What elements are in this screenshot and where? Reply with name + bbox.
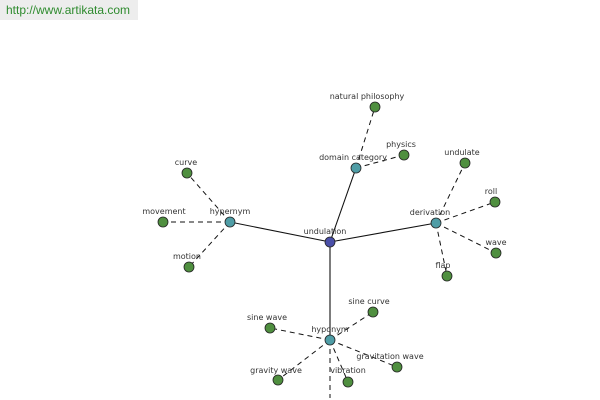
edge-domain-category-natural-philosophy [355, 106, 376, 169]
node-label-roll[interactable]: roll [485, 187, 497, 196]
edge-hyponym-gravitation-wave [329, 339, 398, 368]
node-label-domain-category[interactable]: domain category [319, 153, 387, 162]
node-label-hypernym[interactable]: hypernym [210, 207, 251, 216]
edge-hyponym-sine-wave [269, 327, 331, 341]
node-dot-hypernym[interactable] [224, 216, 236, 228]
node-label-vibration[interactable]: vibration [330, 366, 366, 375]
edge-hypernym-curve [186, 172, 231, 223]
node-dot-undulate[interactable] [459, 157, 471, 169]
edge-undulation-hypernym [229, 221, 331, 243]
nodes-layer [157, 101, 502, 388]
node-dot-roll[interactable] [489, 196, 501, 208]
node-label-sine-wave[interactable]: sine wave [247, 313, 287, 322]
node-dot-curve[interactable] [181, 167, 193, 179]
edge-derivation-flap [435, 222, 448, 277]
edge-derivation-undulate [435, 162, 466, 224]
node-dot-natural-philosophy[interactable] [369, 101, 381, 113]
node-label-sine-curve[interactable]: sine curve [348, 297, 389, 306]
labels-layer: hypernym domain category derivation hyponym… [142, 92, 506, 375]
node-undulate[interactable] [459, 157, 471, 169]
node-motion[interactable] [183, 261, 195, 273]
node-gravitation-wave[interactable] [391, 361, 403, 373]
edge-hyponym-gravity-wave [277, 339, 331, 381]
node-label-curve[interactable]: curve [175, 158, 197, 167]
node-label-undulation[interactable]: undulation [304, 227, 347, 236]
node-sine-curve[interactable] [367, 306, 379, 318]
node-vibration[interactable] [342, 376, 354, 388]
node-dot-domain-category[interactable] [350, 162, 362, 174]
node-hyponym[interactable] [324, 334, 336, 346]
node-label-derivation[interactable]: derivation [410, 208, 450, 217]
node-derivation[interactable] [430, 217, 442, 229]
node-label-wave[interactable]: wave [485, 238, 506, 247]
node-dot-gravitation-wave[interactable] [391, 361, 403, 373]
node-dot-hyponym[interactable] [324, 334, 336, 346]
edge-derivation-wave [435, 222, 497, 254]
node-hypernym[interactable] [224, 216, 236, 228]
node-label-motion[interactable]: motion [173, 252, 201, 261]
node-dot-vibration[interactable] [342, 376, 354, 388]
node-label-flap[interactable]: flap [435, 261, 450, 270]
node-dot-motion[interactable] [183, 261, 195, 273]
node-dot-undulation[interactable] [324, 236, 336, 248]
node-label-movement[interactable]: movement [142, 207, 185, 216]
node-dot-movement[interactable] [157, 216, 169, 228]
node-roll[interactable] [489, 196, 501, 208]
edge-undulation-domain-category [329, 167, 357, 243]
edge-hyponym-vibration [329, 339, 349, 383]
node-dot-derivation[interactable] [430, 217, 442, 229]
node-sine-wave[interactable] [264, 322, 276, 334]
node-dot-physics[interactable] [398, 149, 410, 161]
node-label-undulate[interactable]: undulate [444, 148, 480, 157]
node-dot-gravity-wave[interactable] [272, 374, 284, 386]
node-dot-flap[interactable] [441, 270, 453, 282]
node-physics[interactable] [398, 149, 410, 161]
node-label-gravitation-wave[interactable]: gravitation wave [356, 352, 423, 361]
edge-undulation-derivation [329, 222, 437, 243]
node-label-natural-philosophy[interactable]: natural philosophy [330, 92, 405, 101]
edges-layer [163, 106, 497, 398]
node-gravity-wave[interactable] [272, 374, 284, 386]
site-url-banner[interactable]: http://www.artikata.com [0, 0, 138, 20]
node-label-gravity-wave[interactable]: gravity wave [250, 366, 302, 375]
node-label-hyponym[interactable]: hyponym [311, 325, 349, 334]
node-dot-wave[interactable] [490, 247, 502, 259]
node-undulation[interactable] [324, 236, 336, 248]
node-movement[interactable] [157, 216, 169, 228]
node-dot-sine-curve[interactable] [367, 306, 379, 318]
node-domain-category[interactable] [350, 162, 362, 174]
edge-hypernym-motion [188, 221, 231, 268]
node-dot-sine-wave[interactable] [264, 322, 276, 334]
node-flap[interactable] [441, 270, 453, 282]
node-natural-philosophy[interactable] [369, 101, 381, 113]
node-wave[interactable] [490, 247, 502, 259]
edge-derivation-roll [435, 201, 496, 224]
node-curve[interactable] [181, 167, 193, 179]
node-label-physics[interactable]: physics [386, 140, 416, 149]
